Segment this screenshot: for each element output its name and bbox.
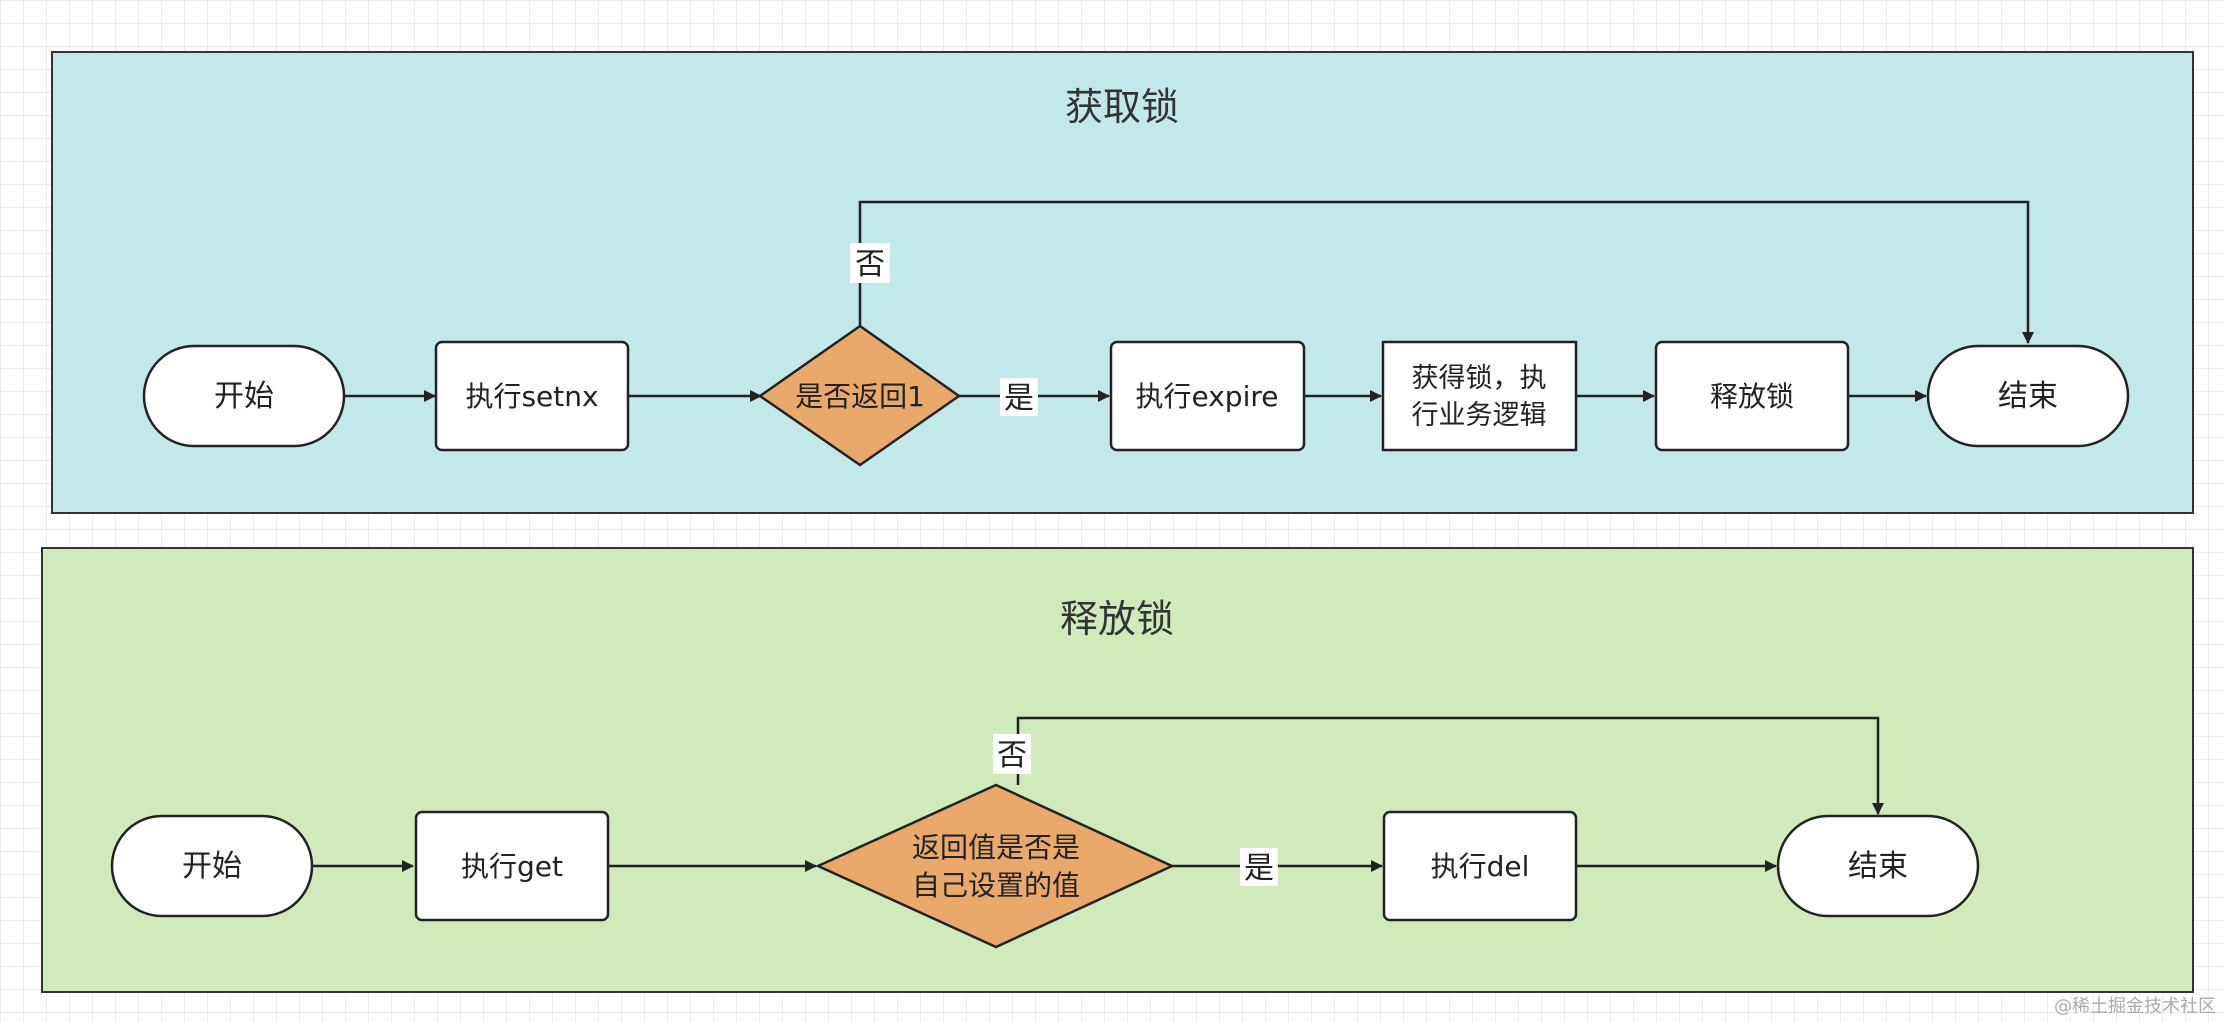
release-end-label: 结束 xyxy=(1848,849,1908,884)
release-start-label: 开始 xyxy=(182,849,242,884)
get-label: 执行get xyxy=(461,850,563,883)
acquire-start-node xyxy=(142,344,346,448)
acquire-no-label: 否 xyxy=(855,247,885,282)
expire-label: 执行expire xyxy=(1136,380,1279,413)
business-logic-label-line2: 行业务逻辑 xyxy=(1412,400,1547,431)
no-label-background xyxy=(850,243,890,283)
acquire-start-label: 开始 xyxy=(214,379,274,414)
acquire-end-label: 结束 xyxy=(1998,379,2058,414)
acquire-decision-label: 是否返回1 xyxy=(795,380,925,413)
del-label: 执行del xyxy=(1431,850,1530,883)
acquire-yes-label: 是 xyxy=(1004,381,1034,416)
release-yes-label: 是 xyxy=(1244,851,1274,886)
setnx-label: 执行setnx xyxy=(465,380,598,413)
release-decision-node xyxy=(814,783,1175,949)
release-decision-label-line2: 自己设置的值 xyxy=(912,869,1080,902)
release-step-label: 释放锁 xyxy=(1710,380,1794,413)
release-decision-label-line1: 返回值是否是 xyxy=(912,831,1080,864)
business-logic-label-line1: 获得锁，执 xyxy=(1412,363,1547,394)
yes-label-background xyxy=(1240,848,1278,886)
watermark: @稀土掘金技术社区 xyxy=(2054,996,2216,1017)
release-no-label: 否 xyxy=(997,738,1027,773)
release-panel-title: 释放锁 xyxy=(1060,597,1174,641)
acquire-panel-title: 获取锁 xyxy=(1065,85,1179,129)
del-node xyxy=(1382,810,1578,922)
release-end-node xyxy=(1776,814,1980,918)
setnx-node xyxy=(434,340,630,452)
acquire-end-node xyxy=(1926,344,2130,448)
expire-node xyxy=(1109,340,1306,452)
business-logic-node xyxy=(1381,340,1578,452)
no-label-background xyxy=(993,734,1031,774)
acquire-lock-panel: 获取锁 是 否 开始 执行setnx 是否返回1 执行expire 获得锁，执 … xyxy=(51,51,2194,514)
get-node xyxy=(414,810,610,922)
release-start-node xyxy=(110,814,314,918)
release-panel-background xyxy=(41,547,2194,993)
release-step-node xyxy=(1654,340,1850,452)
acquire-decision-node xyxy=(757,324,962,467)
yes-label-background xyxy=(1000,378,1038,416)
release-lock-panel: 释放锁 是 否 开始 执行get 返回值是否是 自己设置的值 执行del 结束 xyxy=(41,547,2194,993)
